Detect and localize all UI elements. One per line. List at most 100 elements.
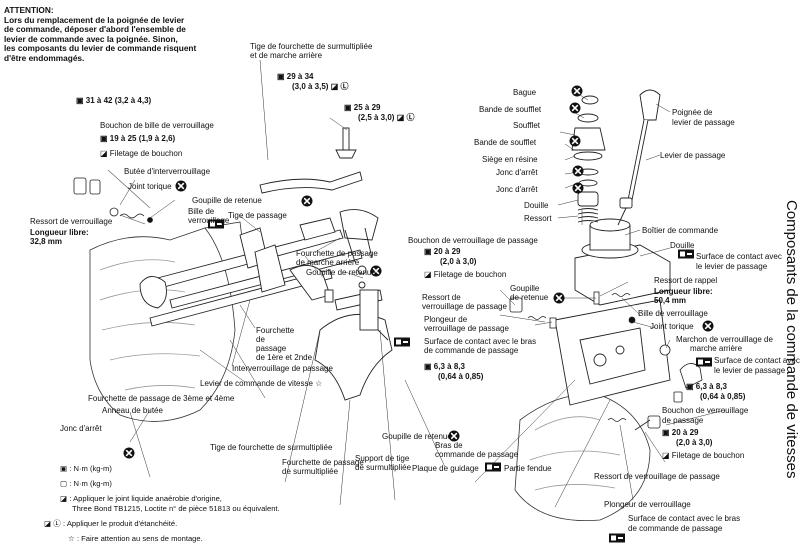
torque-wrench-icon: ▣ bbox=[100, 134, 108, 144]
label-fourchette-1ere: de 1ère et 2nde bbox=[256, 353, 313, 362]
label-siege-resine: Siège en résine bbox=[482, 155, 538, 164]
torque-spec: ▣ 29 à 34 bbox=[277, 72, 314, 82]
side-title: Composants de la commande de vitesses bbox=[783, 200, 800, 479]
label-tige-surmultipliee: Tige de fourchette de surmultipliée bbox=[250, 42, 373, 51]
label-plongeur: Plongeur de bbox=[424, 315, 468, 324]
legend-row: ◪ Ⓛ : Appliquer le produit d'étanchéité. bbox=[44, 519, 178, 528]
label-fourchette-marche-ar: de marche arrière bbox=[296, 258, 360, 267]
label-bouchon-verrouillage: Bouchon de verrouillage bbox=[662, 406, 749, 415]
label-surface-contact-bras: de commande de passage bbox=[424, 346, 519, 355]
sealant-l-icon: ◪ Ⓛ bbox=[396, 113, 415, 122]
label-ressort: Ressort bbox=[524, 214, 552, 223]
label-boitier-commande: Boîtier de commande bbox=[642, 226, 719, 235]
label-surface-contact-bras: Surface de contact avec le bras bbox=[628, 514, 741, 523]
legend-row: ☆ : Faire attention au sens de montage. bbox=[68, 534, 203, 543]
label-surface-contact-levier: Surface de contact avec bbox=[696, 252, 782, 261]
sealant-icon: ◪ bbox=[60, 494, 68, 503]
label-joint-torique: Joint torique bbox=[128, 182, 172, 191]
label-butee-interverrouillage: Butée d'interverrouillage bbox=[124, 167, 211, 176]
label-surface-contact-levier: le levier de passage bbox=[696, 262, 768, 271]
label-bille-verrouillage: Bille de verrouillage bbox=[638, 309, 708, 318]
sealant-icon: ◪ bbox=[100, 149, 108, 159]
label-filetage-bouchon: ◪ Filetage de bouchon bbox=[100, 149, 183, 159]
label-fourchette-surm: de surmultipliée bbox=[282, 467, 339, 476]
left-hardware bbox=[73, 169, 153, 223]
label-bande-soufflet: Bande de soufflet bbox=[479, 105, 542, 114]
label-jonc-arret: Jonc d'arrêt bbox=[60, 424, 102, 433]
label-tige-surmultipliee: et de marche arrière bbox=[250, 51, 323, 60]
overdrive-fork bbox=[314, 265, 393, 401]
torque-spec-kg: (2,0 à 3,0) bbox=[676, 438, 713, 447]
torque-spec-kg: (3,0 à 3,5) ◪ Ⓛ bbox=[292, 82, 349, 91]
attention-line: Lors du remplacement de la poignée de le… bbox=[4, 14, 185, 25]
attention-line: de commande, déposer d'abord l'ensemble … bbox=[4, 24, 186, 35]
label-bille-verrouillage: Bille de bbox=[188, 207, 215, 216]
label-fourchette-1ere: de bbox=[256, 335, 265, 344]
label-ressort-verrouillage-passage: Ressort de verrouillage de passage bbox=[594, 472, 720, 481]
label-goupille-retenue: Goupille bbox=[510, 284, 540, 293]
label-levier-passage: Levier de passage bbox=[660, 151, 726, 160]
label-filetage-bouchon: ◪ Filetage de bouchon bbox=[662, 451, 745, 461]
label-surface-contact-levier: le levier de passage bbox=[714, 366, 786, 375]
sealant-l-icon: ◪ Ⓛ bbox=[44, 519, 61, 528]
label-goupille-retenue: Goupille de retenue bbox=[192, 196, 262, 205]
label-joint-torique: Joint torique bbox=[650, 322, 694, 331]
label-soufflet: Soufflet bbox=[513, 121, 540, 130]
torque-wrench-outline-icon: ▢ bbox=[60, 479, 68, 488]
label-longueur-libre: Longueur libre: bbox=[654, 287, 713, 296]
right-hardware bbox=[509, 291, 703, 431]
torque-spec: ▣ 20 à 29 bbox=[662, 428, 699, 438]
label-poignee: Poignée de bbox=[672, 108, 713, 117]
torque-spec: ▣ 6,3 à 8,3 bbox=[424, 362, 465, 372]
label-jonc-arret: Jonc d'arrêt bbox=[496, 168, 538, 177]
star-icon: ☆ bbox=[68, 534, 75, 543]
torque-spec: ▣ 25 à 29 bbox=[344, 103, 381, 113]
torque-wrench-icon: ▣ bbox=[686, 382, 694, 392]
label-bague: Bague bbox=[513, 88, 537, 97]
shift-lever-assembly bbox=[571, 89, 661, 226]
label-ressort-verrouillage-passage: Ressort de bbox=[422, 293, 461, 302]
label-tige-passage: Tige de passage bbox=[228, 211, 287, 220]
label-bouchon-verrouillage: Bouchon de verrouillage de passage bbox=[408, 236, 538, 245]
label-interverrouillage-passage: Interverrouillage de passage bbox=[232, 364, 333, 373]
label-tige-fourchette-surm: Tige de fourchette de surmultipliée bbox=[210, 443, 333, 452]
label-plongeur: Plongeur de verrouillage bbox=[604, 500, 691, 509]
label-partie-fendue: Partie fendue bbox=[504, 464, 552, 473]
label-surface-contact-bras: Surface de contact avec le bras bbox=[424, 337, 537, 346]
torque-spec: ▣ 6,3 à 8,3 bbox=[686, 382, 727, 392]
attention-heading: ATTENTION: bbox=[4, 5, 54, 15]
label-bras-commande: commande de passage bbox=[435, 450, 519, 459]
torque-wrench-icon: ▣ bbox=[76, 96, 84, 106]
shift-rods bbox=[139, 209, 379, 327]
torque-wrench-icon: ▣ bbox=[662, 428, 670, 438]
label-ressort-verrouillage: Ressort de verrouillage bbox=[30, 217, 113, 226]
label-support-tige: Support de tige bbox=[355, 454, 410, 463]
attention-line: d'être endommagés. bbox=[4, 52, 85, 63]
label-marchon: Marchon de verrouillage de bbox=[676, 335, 773, 344]
label-plaque-guidage: Plaque de guidage bbox=[412, 464, 479, 473]
torque-wrench-icon: ▣ bbox=[344, 103, 352, 113]
label-levier-commande-vitesse: Levier de commande de vitesse ☆ bbox=[200, 379, 323, 388]
label-douille: Douille bbox=[524, 201, 549, 210]
label-longueur-libre: Longueur libre: bbox=[30, 228, 89, 237]
attention-note: ATTENTION: Lors du remplacement de la po… bbox=[4, 5, 196, 64]
label-ressort-rappel: Ressort de rappel bbox=[654, 276, 718, 285]
label-bouchon-bille: Bouchon de bille de verrouillage bbox=[100, 121, 214, 130]
label-surface-contact-levier: Surface de contact avec bbox=[714, 356, 800, 365]
label-surface-contact-bras: de commande de passage bbox=[628, 524, 723, 533]
torque-wrench-icon: ▣ bbox=[424, 247, 432, 257]
legend-row: Three Bond TB1215, Loctite n° de pièce 5… bbox=[72, 504, 280, 513]
torque-spec: ▣ 19 à 25 (1,9 à 2,6) bbox=[100, 134, 176, 144]
label-poignee: levier de passage bbox=[672, 118, 735, 127]
label-longueur-value: 32,8 mm bbox=[30, 237, 63, 246]
label-fourchette-surm: Fourchette de passage bbox=[282, 458, 364, 467]
label-bille-verrouillage: verrouillage bbox=[188, 216, 230, 225]
torque-spec-kg: (0,64 à 0,85) bbox=[700, 392, 746, 401]
control-housing bbox=[554, 218, 671, 406]
torque-spec: ▣ 20 à 29 bbox=[424, 247, 461, 257]
label-longueur-value: 50,4 mm bbox=[654, 296, 687, 305]
label-fourchette-1ere: passage bbox=[256, 344, 287, 353]
torque-wrench-icon: ▣ bbox=[424, 362, 432, 372]
